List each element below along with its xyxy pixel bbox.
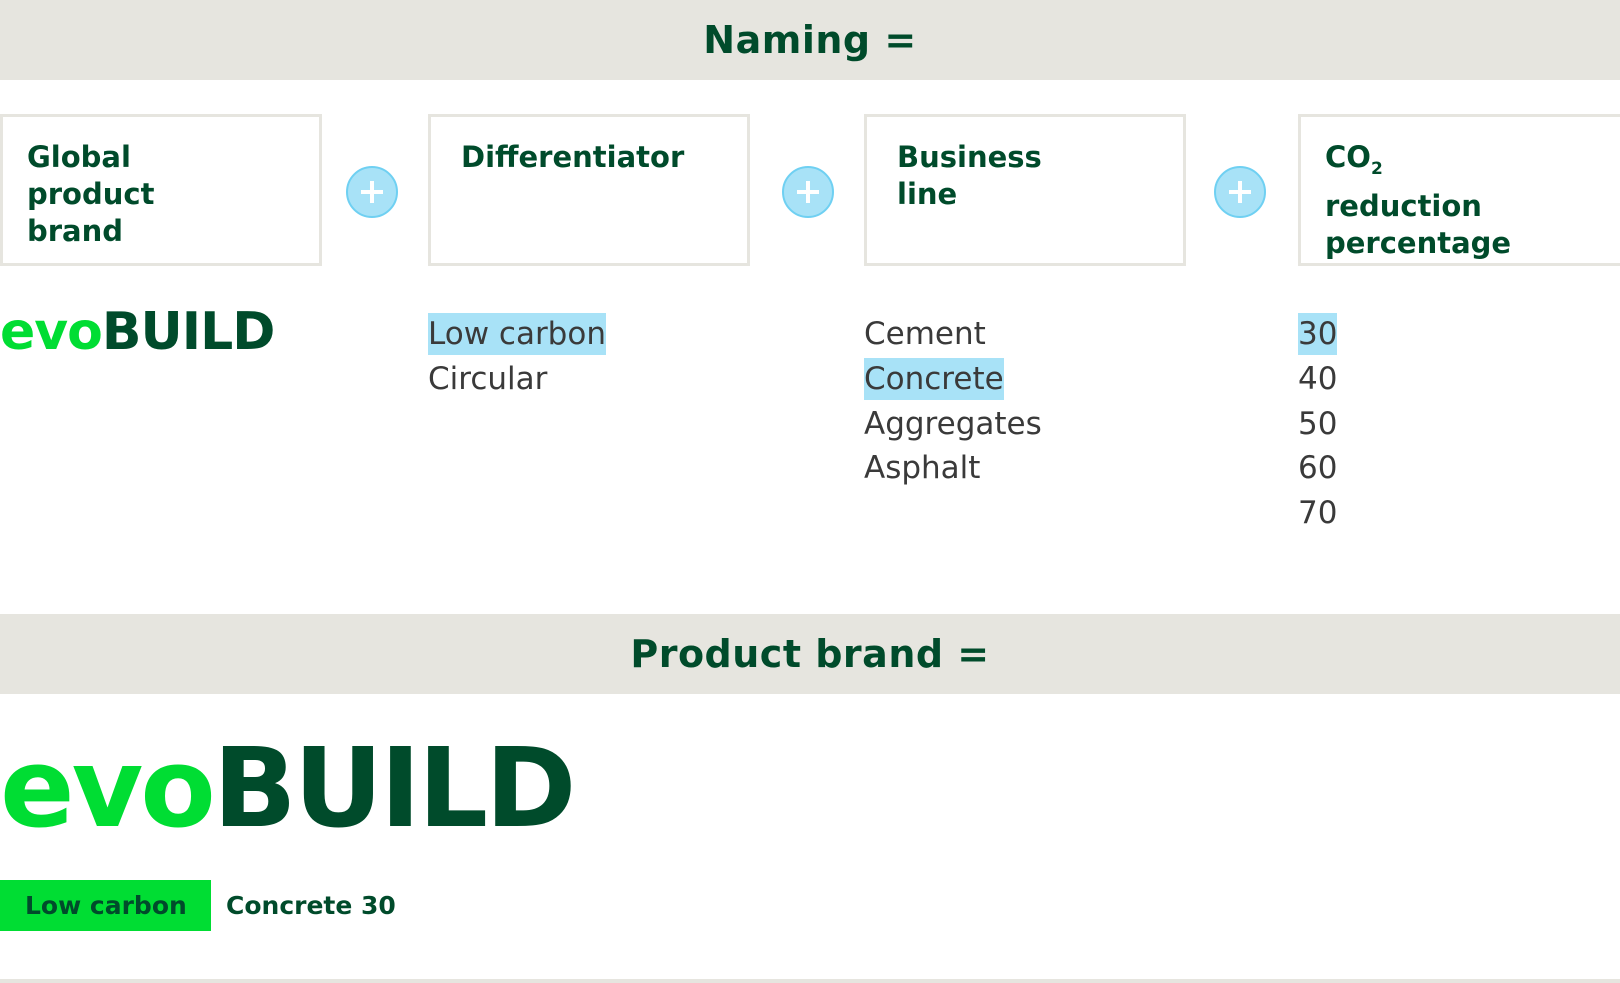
percentage-option: 60 — [1298, 450, 1338, 486]
differentiator-label: Differentiator — [461, 140, 685, 174]
co2-reduction-box: CO2 reduction percentage — [1298, 114, 1620, 266]
co2-reduction-label: reduction percentage — [1325, 188, 1512, 260]
business-line-option: Cement — [864, 316, 986, 352]
percentage-option: 30 — [1298, 313, 1338, 355]
naming-title: Naming = — [703, 18, 917, 62]
differentiator-option: Circular — [428, 361, 548, 397]
plus-icon — [782, 166, 834, 218]
business-line-box: Business line — [864, 114, 1186, 266]
plus-icon — [346, 166, 398, 218]
co2-label: CO2 — [1325, 140, 1383, 179]
evobuild-logo-small: evoBUILD — [0, 302, 275, 362]
product-brand-title: Product brand = — [630, 632, 990, 676]
global-product-brand-box: Global product brand — [0, 114, 322, 266]
business-line-option: Aggregates — [864, 406, 1042, 442]
percentage-option: 50 — [1298, 406, 1338, 442]
business-line-option: Concrete — [864, 358, 1004, 400]
product-name: Concrete 30 — [226, 891, 396, 920]
global-product-brand-label: Global product brand — [27, 140, 155, 248]
business-line-option: Asphalt — [864, 450, 981, 486]
bottom-divider — [0, 979, 1620, 983]
product-brand-header: Product brand = — [0, 614, 1620, 694]
percentage-option: 70 — [1298, 495, 1338, 531]
percentage-option: 40 — [1298, 361, 1338, 397]
naming-header: Naming = — [0, 0, 1620, 80]
low-carbon-badge: Low carbon — [0, 880, 211, 931]
plus-icon — [1214, 166, 1266, 218]
business-line-label: Business line — [897, 140, 1042, 211]
evobuild-logo-large: evoBUILD — [0, 724, 576, 852]
differentiator-box: Differentiator — [428, 114, 750, 266]
differentiator-option: Low carbon — [428, 313, 606, 355]
